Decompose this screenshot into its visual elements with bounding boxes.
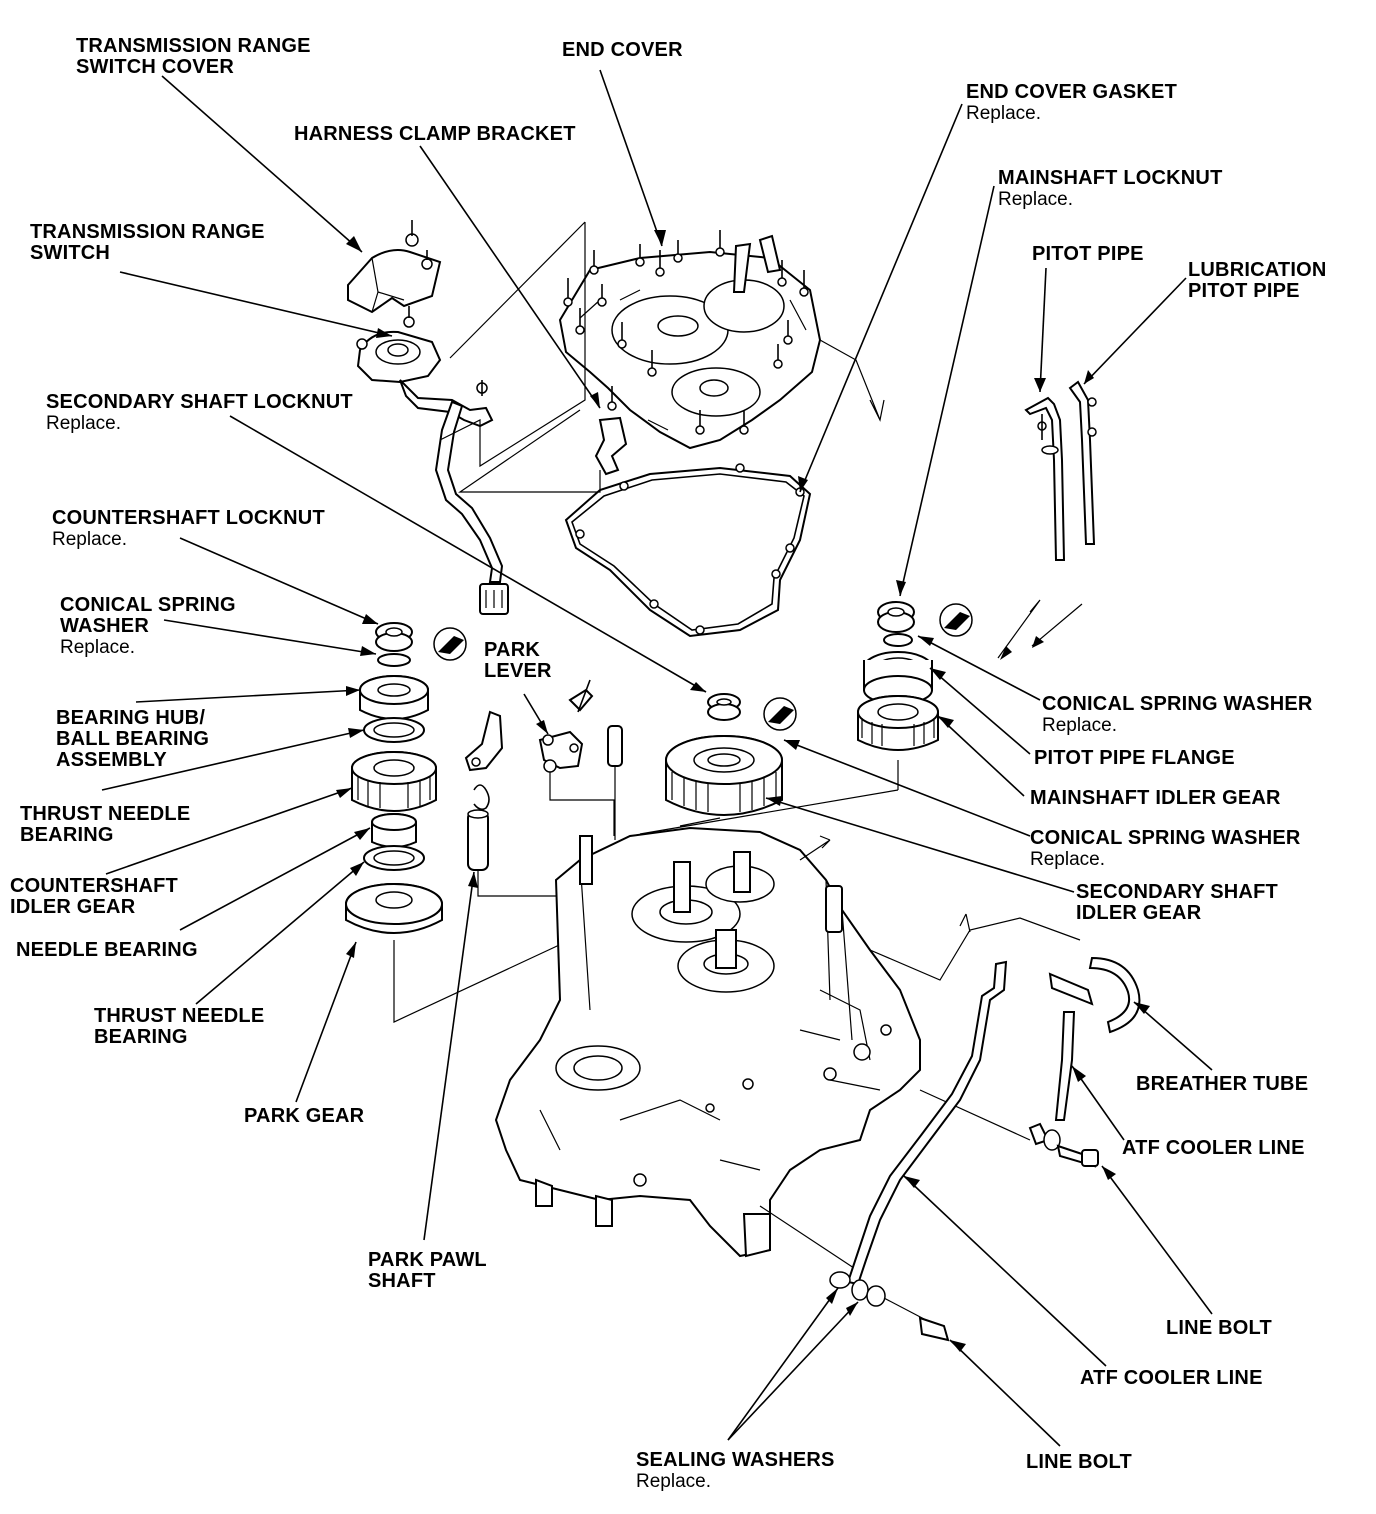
label-end-cover-gasket: END COVER GASKET Replace.: [966, 81, 1178, 125]
label-mainshaft-idler-gear: MAINSHAFT IDLER GEAR: [1030, 787, 1281, 809]
leader-arrowheads: [336, 230, 1150, 1352]
park-lever-part: [538, 679, 615, 836]
label-conical-washer-right-1: CONICAL SPRING WASHER Replace.: [1042, 693, 1313, 737]
park-pawl-shaft-part: [607, 725, 623, 840]
trs-cover-part: [347, 220, 442, 328]
label-line-bolt-1: LINE BOLT: [1166, 1317, 1272, 1339]
label-park-lever: PARK LEVER: [484, 639, 552, 682]
pitot-pipe-part: [1024, 396, 1066, 561]
label-park-gear: PARK GEAR: [244, 1105, 365, 1127]
atf-cooler-line-1-part: [1028, 972, 1099, 1168]
transmission-case-part: [494, 826, 921, 1258]
label-thrust-needle-bearing-1: THRUST NEEDLE BEARING: [20, 803, 191, 846]
leader-lines: [101, 69, 1213, 1447]
label-line-bolt-2: LINE BOLT: [1026, 1451, 1132, 1473]
label-end-cover: END COVER: [562, 39, 683, 61]
label-trs: TRANSMISSION RANGE SWITCH: [30, 221, 265, 264]
label-pitot-pipe-flange: PITOT PIPE FLANGE: [1034, 747, 1235, 769]
label-secondary-idler-gear: SECONDARY SHAFT IDLER GEAR: [1076, 881, 1278, 924]
label-secondary-locknut: SECONDARY SHAFT LOCKNUT Replace.: [46, 391, 353, 435]
label-lube-pitot-pipe: LUBRICATION PITOT PIPE: [1188, 259, 1327, 302]
mainshaft-stack-part: [857, 601, 939, 751]
label-trs-cover: TRANSMISSION RANGE SWITCH COVER: [76, 35, 311, 78]
harness-part: [434, 380, 509, 615]
end-cover-gasket-part: [564, 463, 812, 638]
label-pitot-pipe: PITOT PIPE: [1032, 243, 1144, 265]
label-atf-cooler-line-1: ATF COOLER LINE: [1122, 1137, 1305, 1159]
atf-cooler-line-2-part: [829, 960, 1008, 1342]
label-thrust-needle-bearing-2: THRUST NEEDLE BEARING: [94, 1005, 265, 1048]
label-park-pawl-shaft: PARK PAWL SHAFT: [368, 1249, 487, 1292]
label-mainshaft-locknut: MAINSHAFT LOCKNUT Replace.: [998, 167, 1223, 211]
label-bearing-hub: BEARING HUB/ BALL BEARING ASSEMBLY: [56, 707, 210, 771]
label-sealing-washers: SEALING WASHERS Replace.: [636, 1449, 835, 1493]
label-conical-washer-right-2: CONICAL SPRING WASHER Replace.: [1030, 827, 1301, 871]
rotation-arrow-icon: [939, 603, 973, 637]
label-countershaft-idler-gear: COUNTERSHAFT IDLER GEAR: [10, 875, 178, 918]
end-cover-part: [558, 230, 822, 476]
label-breather-tube: BREATHER TUBE: [1136, 1073, 1309, 1095]
rotation-arrow-icon: [433, 627, 467, 661]
rotation-arrow-icon: [763, 697, 797, 731]
label-harness-clamp-bracket: HARNESS CLAMP BRACKET: [294, 123, 576, 145]
label-atf-cooler-line-2: ATF COOLER LINE: [1080, 1367, 1263, 1389]
lube-pitot-pipe-part: [1068, 380, 1097, 545]
label-countershaft-locknut: COUNTERSHAFT LOCKNUT Replace.: [52, 507, 325, 551]
label-needle-bearing: NEEDLE BEARING: [16, 939, 198, 961]
trs-part: [356, 330, 494, 428]
secondary-stack-part: [665, 693, 783, 816]
countershaft-stack-part: [345, 622, 443, 934]
park-pawl-part: [464, 710, 570, 897]
breather-tube-part: [1088, 956, 1141, 1034]
label-conical-washer-left: CONICAL SPRING WASHER Replace.: [60, 594, 236, 659]
